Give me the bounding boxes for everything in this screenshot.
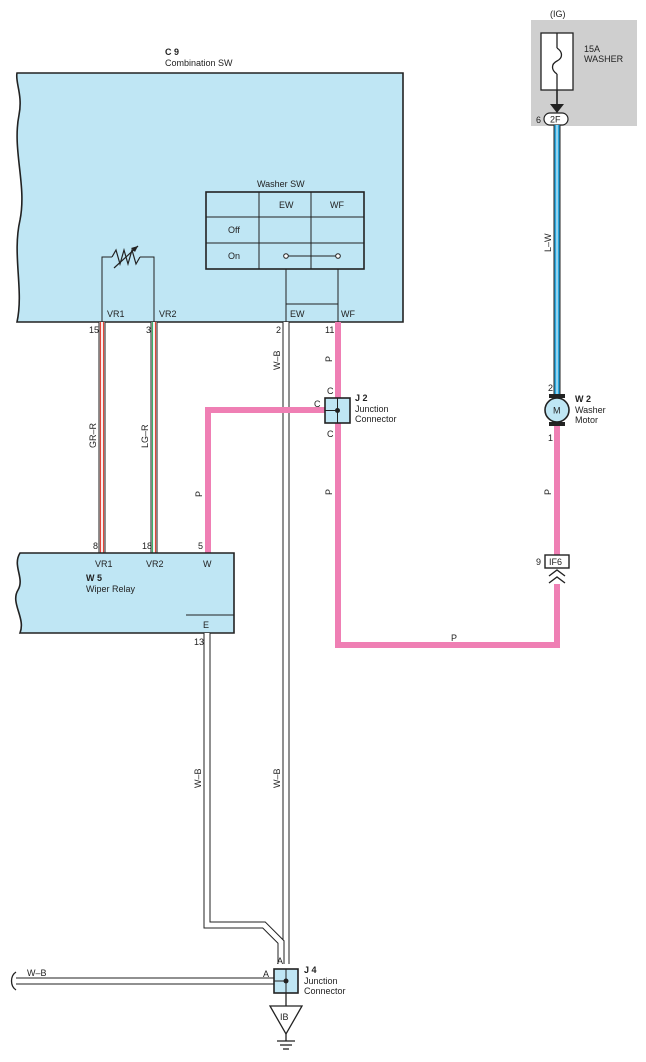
- washer-sw-title: Washer SW: [257, 179, 305, 189]
- if6-connector: [544, 554, 570, 569]
- j4-line1: Junction: [304, 976, 338, 986]
- j2-node-dot: [335, 408, 340, 413]
- c9-component-box: [15, 72, 404, 323]
- j2-code: J 2: [355, 393, 368, 403]
- wire-p-main: [335, 322, 560, 648]
- j2-pin-left: C: [314, 399, 321, 409]
- w5-pin-18: 18: [142, 541, 152, 551]
- wire-w-b-e: [204, 633, 284, 964]
- j2-pin-top: C: [327, 386, 334, 396]
- j4-pin-left: A: [263, 969, 269, 979]
- washer-sw-header-ew: EW: [279, 200, 294, 210]
- wire-l-w-label: L–W: [543, 233, 553, 252]
- wire-p-label-1: P: [324, 356, 334, 362]
- w2-line1: Washer: [575, 405, 606, 415]
- w5-pin-5: 5: [198, 541, 203, 551]
- wire-lg-r-label: LG–R: [140, 424, 150, 448]
- resistor-lead-left: [101, 256, 112, 304]
- wire-gr-r-label: GR–R: [88, 422, 98, 448]
- j2-pin-bottom: C: [327, 429, 334, 439]
- c9-terminal-wf: WF: [341, 309, 355, 319]
- j2-line2: Connector: [355, 414, 397, 424]
- fuse-connector-label: 2F: [550, 115, 561, 125]
- wire-p-label-2: P: [194, 491, 204, 497]
- c9-terminal-ew: EW: [290, 309, 305, 319]
- wire-w-b-e-outline: [203, 633, 285, 964]
- w5-terminal-w: W: [203, 559, 212, 569]
- washer-sw-row-off: Off: [228, 225, 240, 235]
- wire-p-label-5: P: [451, 633, 457, 643]
- j4-node-dot: [283, 978, 289, 984]
- wire-p-branch: [205, 407, 330, 553]
- j4-line2: Connector: [304, 986, 346, 996]
- if6-chevron-up-icon: [548, 569, 566, 577]
- wire-w-b-label-1: W–B: [272, 350, 282, 370]
- fuse-pin: 6: [536, 115, 541, 125]
- wire-w-b-label-4: W–B: [27, 968, 47, 978]
- washer-sw-on-dot-ew: [283, 253, 289, 259]
- w5-pin-13: 13: [194, 637, 204, 647]
- fuse-element-icon: [551, 47, 563, 75]
- w5-code: W 5: [86, 573, 102, 583]
- c9-pin-15: 15: [89, 325, 99, 335]
- washer-sw-header-wf: WF: [330, 200, 344, 210]
- wire-p-label-4: P: [543, 489, 553, 495]
- ground-connector-icon: [268, 1005, 304, 1036]
- c9-terminal-vr1: VR1: [107, 309, 125, 319]
- w5-terminal-e: E: [203, 620, 209, 630]
- fuse-rating: 15A: [584, 44, 600, 54]
- fuse-name: WASHER: [584, 54, 624, 64]
- w2-pin-2: 2: [548, 383, 553, 393]
- w2-terminal-bottom: [549, 422, 565, 426]
- c9-pin-2: 2: [276, 325, 281, 335]
- w2-line2: Motor: [575, 415, 598, 425]
- wire-p-label-3: P: [324, 489, 334, 495]
- w2-code: W 2: [575, 394, 591, 404]
- wire-w-b-label-2: W–B: [272, 768, 282, 788]
- fuse-arrow-icon: [550, 104, 564, 113]
- w5-terminal-vr2: VR2: [146, 559, 164, 569]
- c9-pin-3: 3: [146, 325, 151, 335]
- c9-code: C 9: [165, 47, 179, 57]
- c9-terminal-vr2: VR2: [159, 309, 177, 319]
- w5-name: Wiper Relay: [86, 584, 136, 594]
- w5-terminal-vr1: VR1: [95, 559, 113, 569]
- wire-w-b-label-3: W–B: [193, 768, 203, 788]
- c9-pin-11: 11: [325, 325, 334, 335]
- washer-sw-on-dot-wf: [335, 253, 341, 259]
- if6-chevron-up-icon-2: [548, 576, 566, 584]
- fuse-group-label: (IG): [550, 9, 566, 19]
- wire-break-icon: [10, 971, 17, 991]
- washer-motor-icon: [544, 397, 570, 423]
- w2-pin-1: 1: [548, 433, 553, 443]
- if6-label: IF6: [549, 557, 562, 567]
- if6-pin: 9: [536, 557, 541, 567]
- washer-sw-row-on: On: [228, 251, 240, 261]
- w2-terminal-top: [549, 394, 565, 398]
- w2-motor-symbol: M: [553, 406, 561, 416]
- resistor-lead-right: [140, 256, 155, 304]
- variable-resistor-arrowhead: [131, 246, 138, 252]
- c9-name: Combination SW: [165, 58, 233, 68]
- washer-sw-table: [205, 191, 365, 270]
- ground-label: IB: [280, 1012, 289, 1022]
- w5-pin-8: 8: [93, 541, 98, 551]
- w5-component-box: [14, 552, 235, 634]
- j4-pin-top: A: [277, 956, 283, 966]
- j4-code: J 4: [304, 965, 317, 975]
- j2-line1: Junction: [355, 404, 389, 414]
